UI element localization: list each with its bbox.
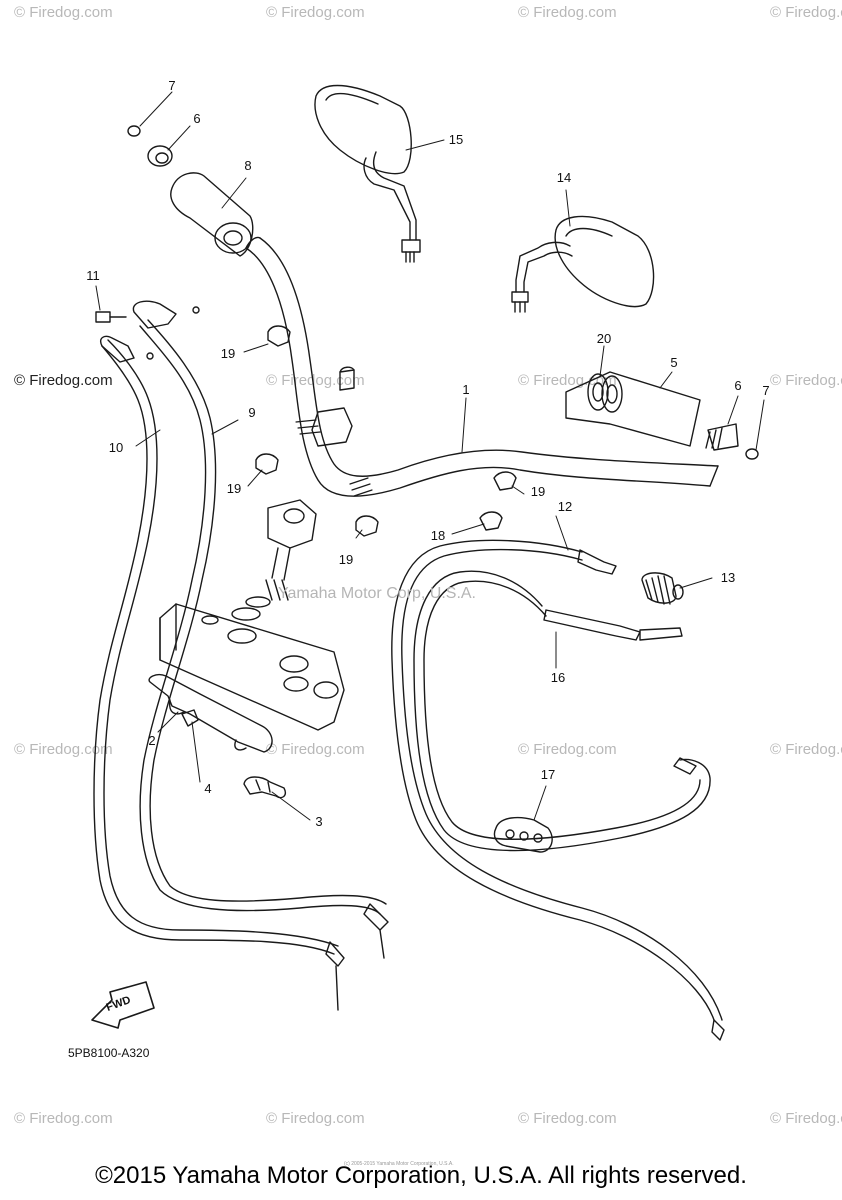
callout-20: 20: [596, 331, 612, 346]
callout-19: 19: [530, 484, 546, 499]
callout-7: 7: [762, 383, 770, 398]
callout-18: 18: [430, 528, 446, 543]
center-watermark: Yamaha Motor Corp, U.S.A.: [278, 585, 476, 602]
watermark: © Firedog.com: [518, 1110, 617, 1127]
callout-14: 14: [556, 170, 572, 185]
callout-16: 16: [550, 670, 566, 685]
cable-12: [391, 539, 725, 1041]
callout-7: 7: [168, 78, 176, 93]
diagram-code: 5PB8100-A320: [68, 1046, 150, 1060]
callout-11: 11: [86, 268, 100, 283]
right-grip: [565, 371, 759, 460]
watermark: © Firedog.com: [518, 741, 617, 758]
mirror-right: [511, 215, 655, 313]
callout-6: 6: [193, 111, 201, 126]
left-grip: [127, 125, 254, 257]
watermark: © Firedog.com: [518, 372, 617, 389]
cable-16: [413, 570, 711, 852]
callout-13: 13: [720, 570, 736, 585]
watermark: © Firedog.com: [518, 4, 617, 21]
callout-1: 1: [462, 382, 470, 397]
bolt-11: [95, 306, 200, 360]
small-print: (c) 2005-2015 Yamaha Motor Corporation, …: [344, 1161, 454, 1167]
cable-adjuster: [641, 572, 684, 605]
triple-clamp: [159, 603, 345, 731]
watermark: © Firedog.com: [770, 372, 842, 389]
callout-3: 3: [315, 814, 323, 829]
handlebar: [245, 236, 719, 497]
cable-9: [132, 300, 389, 959]
watermark: © Firedog.com: [266, 741, 365, 758]
watermark: © Firedog.com: [770, 1110, 842, 1127]
watermark: © Firedog.com: [266, 4, 365, 21]
callout-19: 19: [338, 552, 354, 567]
callout-19: 19: [226, 481, 242, 496]
cable-holder: [493, 816, 553, 853]
callout-2: 2: [148, 733, 156, 748]
callout-8: 8: [244, 158, 252, 173]
copyright-footer: ©2015 Yamaha Motor Corporation, U.S.A. A…: [95, 1162, 747, 1189]
callout-10: 10: [108, 440, 124, 455]
cable-clamps: [255, 325, 517, 537]
watermark: © Firedog.com: [14, 741, 113, 758]
callout-17: 17: [540, 767, 556, 782]
watermark: © Firedog.com: [266, 1110, 365, 1127]
cable-10: [93, 335, 345, 1011]
leader-lines: [95, 91, 765, 821]
watermark: © Firedog.com: [14, 372, 113, 389]
watermark: © Firedog.com: [770, 4, 842, 21]
watermark: © Firedog.com: [770, 741, 842, 758]
cable-bracket: [148, 673, 286, 799]
callout-19: 19: [220, 346, 236, 361]
callout-15: 15: [448, 132, 464, 147]
watermark: © Firedog.com: [14, 1110, 113, 1127]
mirror-left: [314, 84, 421, 263]
watermark: © Firedog.com: [14, 4, 113, 21]
callout-5: 5: [670, 355, 678, 370]
fwd-arrow: [91, 981, 155, 1029]
callout-9: 9: [248, 405, 256, 420]
callout-4: 4: [204, 781, 212, 796]
callout-6: 6: [734, 378, 742, 393]
callout-12: 12: [557, 499, 573, 514]
riser-assembly: [231, 366, 355, 621]
